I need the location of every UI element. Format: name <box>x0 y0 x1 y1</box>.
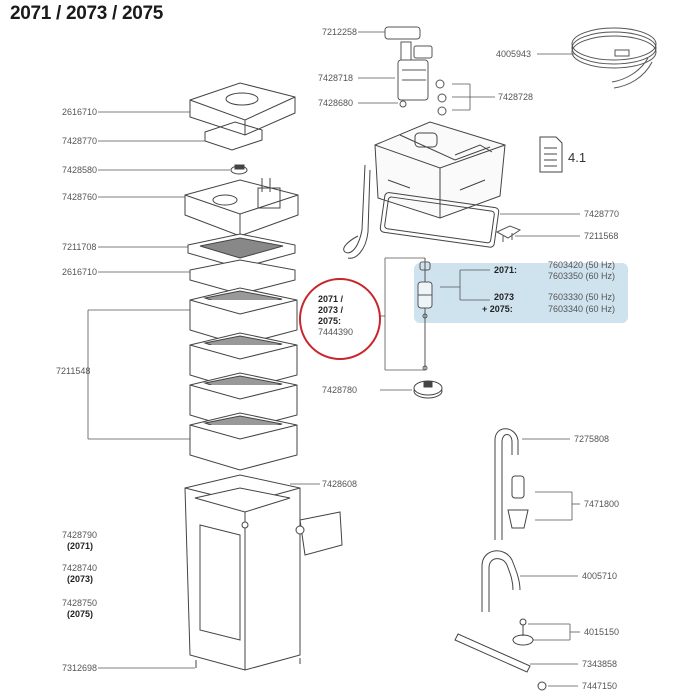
variant-7603330: 7603330 (50 Hz) <box>548 292 616 302</box>
variant-7603340: 7603340 (60 Hz) <box>548 304 616 314</box>
leader-lines <box>87 31 580 687</box>
callout-model-2075: 2075: <box>318 316 342 326</box>
part-7211708: 7211708 <box>62 242 97 252</box>
part-7212258: 7212258 <box>322 27 358 37</box>
part-7428760: 7428760 <box>62 192 98 202</box>
highlight-circle <box>299 278 381 360</box>
part-2616710-pad: 2616710 <box>62 267 98 277</box>
part-4005710: 4005710 <box>582 571 618 581</box>
seal-7428770 <box>204 121 263 151</box>
canister <box>184 474 343 671</box>
part-7428780: 7428780 <box>322 385 358 395</box>
part-7275808: 7275808 <box>574 434 610 444</box>
document-reference: 4.1 <box>568 150 587 165</box>
motor-variant-highlight <box>414 263 628 323</box>
callout-model-2073: 2073 / <box>318 305 344 315</box>
part-7211568: 7211568 <box>584 231 619 241</box>
part-2616710-cover: 2616710 <box>62 107 98 117</box>
basket-stack-7211548 <box>189 287 298 471</box>
strainer-7471800 <box>507 475 529 529</box>
endcap-7447150 <box>537 681 547 691</box>
part-7428790-model: (2071) <box>67 541 94 551</box>
part-7428750: 7428750 <box>62 598 98 608</box>
pad-2616710 <box>189 259 296 295</box>
spraybar-7343858 <box>454 633 531 673</box>
suction-cup-4015150 <box>512 618 534 646</box>
hose-4005943 <box>571 27 657 89</box>
part-7428680: 7428680 <box>318 98 354 108</box>
part-7428718: 7428718 <box>318 73 354 83</box>
outlet-pipe-4005710 <box>481 550 521 612</box>
variant-label-2075: + 2075: <box>482 304 513 314</box>
part-7471800: 7471800 <box>584 499 620 509</box>
foot-7428780 <box>413 380 443 399</box>
part-7428750-model: (2075) <box>67 609 94 619</box>
part-7428790: 7428790 <box>62 530 98 540</box>
tray-7428760 <box>184 178 299 237</box>
adapter-valve <box>384 26 447 116</box>
callout-model-2071: 2071 / <box>318 294 344 304</box>
part-7428728: 7428728 <box>498 92 534 102</box>
clip-7211568 <box>495 225 522 242</box>
variant-7603350: 7603350 (60 Hz) <box>548 271 616 281</box>
plate-7211708 <box>187 233 296 269</box>
diagram-title: 2071 / 2073 / 2075 <box>10 3 164 24</box>
part-4005943: 4005943 <box>496 49 532 59</box>
part-7428608: 7428608 <box>322 479 358 489</box>
part-7211548: 7211548 <box>56 366 91 376</box>
callout-part-7444390: 7444390 <box>318 327 354 337</box>
button-7428580 <box>230 164 248 175</box>
part-7428580: 7428580 <box>62 165 98 175</box>
part-7428770-left: 7428770 <box>62 136 98 146</box>
part-7447150: 7447150 <box>582 681 618 691</box>
part-7428770-right: 7428770 <box>584 209 620 219</box>
part-7428740-model: (2073) <box>67 574 94 584</box>
impeller-7444390 <box>417 258 433 371</box>
cover-2616710 <box>189 82 296 136</box>
part-7312698: 7312698 <box>62 663 98 673</box>
variant-7603420: 7603420 (50 Hz) <box>548 260 616 270</box>
document-icon <box>539 136 563 173</box>
part-4015150: 4015150 <box>584 627 620 637</box>
pump-head <box>343 121 506 259</box>
part-7428740: 7428740 <box>62 563 98 573</box>
variant-label-2073: 2073 <box>494 292 515 302</box>
part-7343858: 7343858 <box>582 659 618 669</box>
variant-label-2071: 2071: <box>494 265 518 275</box>
intake-pipe-7275808 <box>494 428 519 540</box>
